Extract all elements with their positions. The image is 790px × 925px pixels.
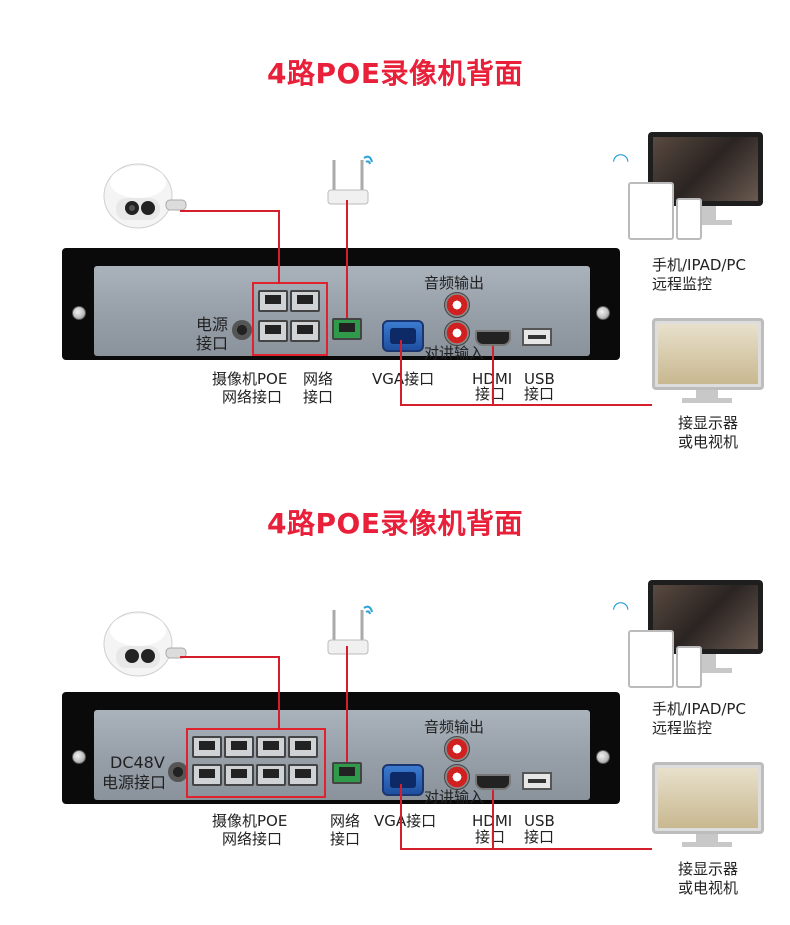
display-label-2: 或电视机 (678, 879, 739, 897)
camera-connection-line (278, 210, 280, 284)
power-label-1: 电源 (196, 315, 229, 334)
router-icon (327, 155, 373, 205)
nvr-rear-panel (94, 710, 590, 800)
net-label-2: 接口 (303, 388, 334, 406)
display-connection-line (400, 340, 402, 406)
intercom-in-label: 对讲输入 (424, 344, 485, 362)
mobile-label-2: 远程监控 (652, 275, 713, 293)
screw-icon (596, 306, 610, 320)
section-title: 4路POE录像机背面 (267, 507, 523, 540)
hdmi-port-icon (475, 774, 511, 790)
screw-icon (596, 750, 610, 764)
nvr-rear-panel (94, 266, 590, 356)
display-connection-line (400, 404, 652, 406)
router-connection-line (346, 200, 348, 318)
poe-port-icon (290, 290, 320, 312)
power-label-2: 电源接口 (102, 773, 167, 792)
poe-port-icon (224, 736, 254, 758)
usb-port-icon (522, 328, 552, 346)
usb-label-1: USB (524, 370, 555, 388)
tablet-icon (628, 630, 674, 688)
poe-port-icon (258, 320, 288, 342)
router-connection-line (346, 646, 348, 762)
power-label-1: DC48V (110, 753, 165, 772)
usb-label-2: 接口 (524, 385, 555, 403)
usb-port-icon (522, 772, 552, 790)
router-icon (327, 605, 373, 655)
network-port-icon (332, 318, 362, 340)
mobile-label-2: 远程监控 (652, 719, 713, 737)
power-port-icon (168, 762, 188, 782)
phone-icon (676, 646, 702, 688)
mobile-label-1: 手机/IPAD/PC (652, 256, 746, 274)
section-top: 4路POE录像机背面 ◠ 手机/IPAD/PC 远程监控 接显示器 或电视机 电… (0, 0, 790, 462)
section-title: 4路POE录像机背面 (267, 57, 523, 90)
vga-label: VGA接口 (374, 812, 437, 830)
audio-out-port-icon (444, 292, 470, 318)
poe-port-icon (256, 764, 286, 786)
intercom-in-label: 对讲输入 (424, 788, 485, 806)
vga-label: VGA接口 (372, 370, 435, 388)
poe-label-1: 摄像机POE (212, 812, 288, 830)
net-label-1: 网络 (303, 370, 334, 388)
audio-out-port-icon (444, 736, 470, 762)
audio-out-label: 音频输出 (424, 274, 485, 292)
hdmi-port-icon (475, 330, 511, 346)
hdmi-label-2: 接口 (475, 828, 506, 846)
poe-port-icon (288, 764, 318, 786)
camera-connection-line (180, 656, 280, 658)
power-port-icon (232, 320, 252, 340)
poe-label-2: 网络接口 (222, 388, 283, 406)
remote-monitor-icon (648, 132, 763, 206)
poe-port-highlight (252, 282, 328, 356)
audio-out-label: 音频输出 (424, 718, 485, 736)
poe-port-icon (192, 764, 222, 786)
poe-port-icon (192, 736, 222, 758)
mobile-label-1: 手机/IPAD/PC (652, 700, 746, 718)
display-monitor-icon (652, 762, 764, 834)
usb-label-2: 接口 (524, 828, 555, 846)
vga-port-icon (382, 320, 424, 352)
vga-port-icon (382, 764, 424, 796)
poe-port-icon (256, 736, 286, 758)
poe-label-1: 摄像机POE (212, 370, 288, 388)
screw-icon (72, 306, 86, 320)
intercom-in-port-icon (444, 764, 470, 790)
display-label-1: 接显示器 (678, 414, 739, 432)
display-connection-line (492, 346, 494, 406)
tablet-icon (628, 182, 674, 240)
poe-port-icon (258, 290, 288, 312)
poe-label-2: 网络接口 (222, 830, 283, 848)
poe-port-icon (288, 736, 318, 758)
net-label-1: 网络 (330, 812, 361, 830)
intercom-in-port-icon (444, 320, 470, 346)
display-label-1: 接显示器 (678, 860, 739, 878)
display-label-2: 或电视机 (678, 433, 739, 451)
hdmi-label-2: 接口 (475, 385, 506, 403)
display-connection-line (400, 784, 402, 850)
camera-connection-line (278, 656, 280, 730)
poe-port-highlight (186, 728, 326, 798)
network-port-icon (332, 762, 362, 784)
dome-camera-icon (103, 163, 187, 229)
section-bottom: 4路POE录像机背面 ◠ 手机/IPAD/PC 远程监控 接显示器 或电视机 D… (0, 450, 790, 912)
usb-label-1: USB (524, 812, 555, 830)
power-label-2: 接口 (196, 334, 229, 353)
poe-port-icon (224, 764, 254, 786)
dome-camera-icon (103, 611, 187, 677)
camera-connection-line (180, 210, 280, 212)
display-monitor-icon (652, 318, 764, 390)
display-connection-line (400, 848, 652, 850)
screw-icon (72, 750, 86, 764)
phone-icon (676, 198, 702, 240)
wifi-icon: ◠ (612, 596, 630, 620)
poe-port-icon (290, 320, 320, 342)
wifi-icon: ◠ (612, 148, 630, 172)
display-connection-line (492, 790, 494, 850)
net-label-2: 接口 (330, 830, 361, 848)
